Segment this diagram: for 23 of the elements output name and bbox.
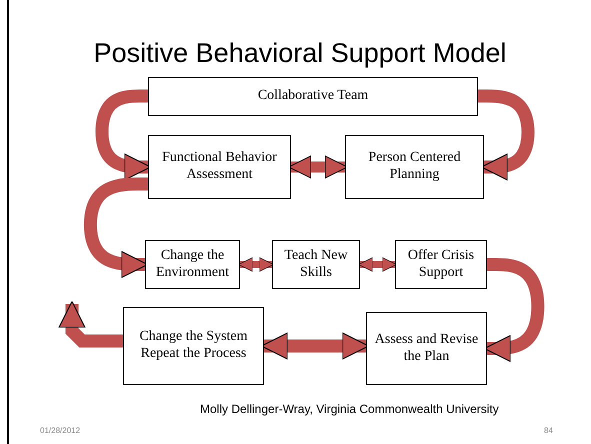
box-text: Assess and Revise the Plan — [374, 332, 480, 366]
box-text: Change the System Repeat the Process — [138, 329, 249, 363]
process-box — [366, 312, 487, 385]
date-text: 01/28/2012 — [40, 426, 80, 435]
box-text: Functional Behavior Assessment — [161, 150, 278, 184]
process-box — [345, 135, 484, 199]
block-arrow — [358, 257, 397, 272]
process-box — [145, 240, 240, 289]
process-box — [123, 307, 264, 385]
box-text: Person Centered Planning — [367, 150, 462, 184]
block-arrow — [84, 178, 148, 278]
box-text: Change the Environment — [154, 248, 230, 282]
box-text: Teach New Skills — [283, 248, 349, 282]
process-box — [148, 77, 478, 116]
title: Positive Behavioral Support Model — [92, 38, 508, 69]
process-box — [395, 240, 487, 289]
process-box — [148, 135, 291, 199]
box-text: Collaborative Team — [258, 88, 368, 105]
block-arrow — [238, 257, 274, 272]
box-text: Offer Crisis Support — [406, 248, 476, 282]
process-box — [272, 240, 360, 289]
page-number: 84 — [544, 426, 553, 435]
attribution-text: Molly Dellinger-Wray, Virginia Commonwealth University — [200, 402, 499, 416]
